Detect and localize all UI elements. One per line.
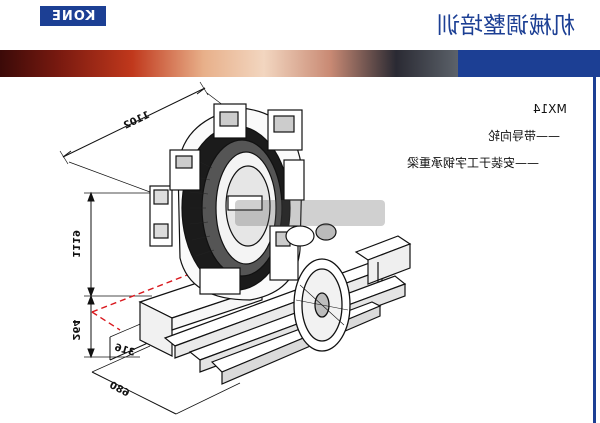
dim-width-line [59,81,233,193]
dim-offset-a-label: 264 [70,320,81,341]
dim-bottom-lines [91,321,241,415]
note-ibeam-mount: ——安装于工字钢承重梁 [407,156,540,170]
right-accent-line [593,76,596,423]
centerline [91,269,201,331]
dim-height-line [84,191,152,359]
guide-wheel [293,258,351,352]
note-guide-wheel: ——带导向轮 [488,129,561,143]
slide-title: 机械调整培训 [437,13,575,39]
dim-width-label: 1102 [122,110,152,132]
motor-housing [149,103,337,301]
dim-offset-b-label: 316 [113,342,136,358]
machine-drawing: 1102 1119 264 316 680 [59,81,412,415]
dim-labels: 1102 1119 264 316 680 [70,110,152,400]
header: KONE 机械调整培训 [0,0,600,50]
kone-logo: KONE [40,6,106,26]
header-banner [0,50,600,77]
logo-text: KONE [50,8,96,24]
dim-height-label: 1119 [70,230,81,258]
watermark [235,200,385,226]
banner-blue-block [458,50,600,77]
dim-offset-c-label: 680 [107,380,131,400]
model-label: MX14 [533,102,567,116]
